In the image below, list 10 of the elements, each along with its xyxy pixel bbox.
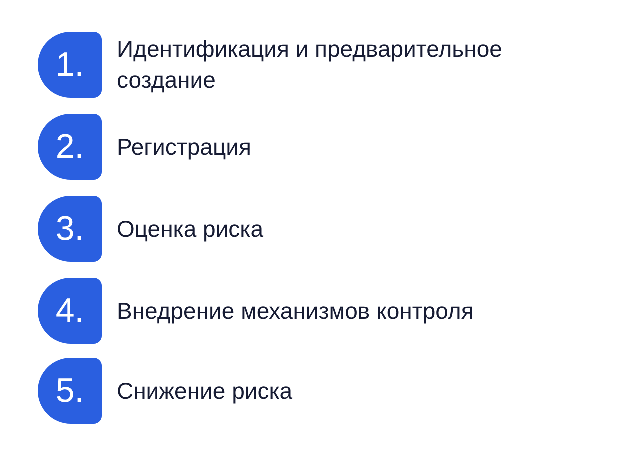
number-badge: 5.	[38, 358, 102, 424]
step-label: Идентификация и предварительное создание	[117, 35, 504, 95]
step-label: Снижение риска	[117, 376, 294, 406]
number-badge: 2.	[38, 114, 102, 180]
number-badge: 4.	[38, 278, 102, 344]
step-label: Оценка риска	[117, 214, 265, 244]
step-label: Внедрение механизмов контроля	[117, 296, 475, 326]
number-badge: 3.	[38, 196, 102, 262]
step-label: Регистрация	[117, 132, 252, 162]
number-badge: 1.	[38, 32, 102, 98]
